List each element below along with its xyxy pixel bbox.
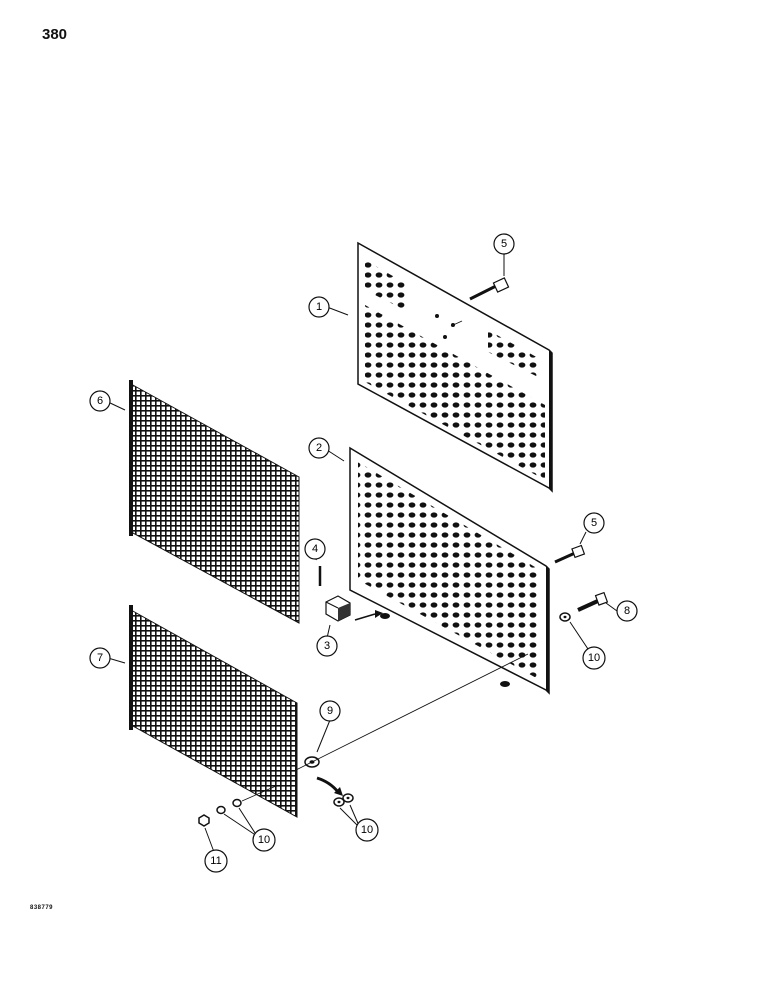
callout-10-right: 10 xyxy=(582,646,606,670)
callout-8: 8 xyxy=(616,600,638,622)
nut xyxy=(198,814,210,827)
callout-10-center: 10 xyxy=(355,818,379,842)
callout-5-lower-label: 5 xyxy=(591,517,597,529)
callout-7-label: 7 xyxy=(97,652,103,664)
callout-4: 4 xyxy=(304,538,326,560)
callout-11: 11 xyxy=(204,849,228,873)
callout-8-label: 8 xyxy=(624,605,630,617)
callout-1: 1 xyxy=(308,296,330,318)
callout-3: 3 xyxy=(316,635,338,657)
callout-10-right-label: 10 xyxy=(588,652,600,664)
callout-10-left-label: 10 xyxy=(258,834,270,846)
bolt-lower xyxy=(554,544,586,564)
washer-pair-center xyxy=(333,793,354,807)
bolt-long xyxy=(577,591,609,612)
lower-grille-plate xyxy=(349,446,550,695)
callout-5-upper: 5 xyxy=(493,233,515,255)
direction-arrows xyxy=(316,610,383,796)
upper-grille-plate xyxy=(357,241,553,493)
callout-5-upper-label: 5 xyxy=(501,238,507,250)
bolt-upper xyxy=(469,277,510,301)
washer-right xyxy=(559,612,571,622)
callout-2-label: 2 xyxy=(316,442,322,454)
callout-6-label: 6 xyxy=(97,395,103,407)
callout-10-left: 10 xyxy=(252,828,276,852)
callout-9-label: 9 xyxy=(327,705,333,717)
callout-1-label: 1 xyxy=(316,301,322,313)
callout-4-label: 4 xyxy=(312,543,318,555)
lower-mesh-screen xyxy=(129,605,298,818)
callout-2: 2 xyxy=(308,437,330,459)
callout-11-label: 11 xyxy=(210,855,221,867)
callout-7: 7 xyxy=(89,647,111,669)
callout-3-label: 3 xyxy=(324,640,330,652)
callout-6: 6 xyxy=(89,390,111,412)
assembly-lines xyxy=(241,320,529,802)
washer-pair-left xyxy=(216,798,242,815)
callout-5-lower: 5 xyxy=(583,512,605,534)
callout-9: 9 xyxy=(319,700,341,722)
callout-10-center-label: 10 xyxy=(361,824,373,836)
figure-code: 838779 xyxy=(30,905,54,911)
upper-mesh-screen xyxy=(129,380,300,624)
page-number: 380 xyxy=(42,26,68,43)
clip-bracket xyxy=(325,595,351,622)
